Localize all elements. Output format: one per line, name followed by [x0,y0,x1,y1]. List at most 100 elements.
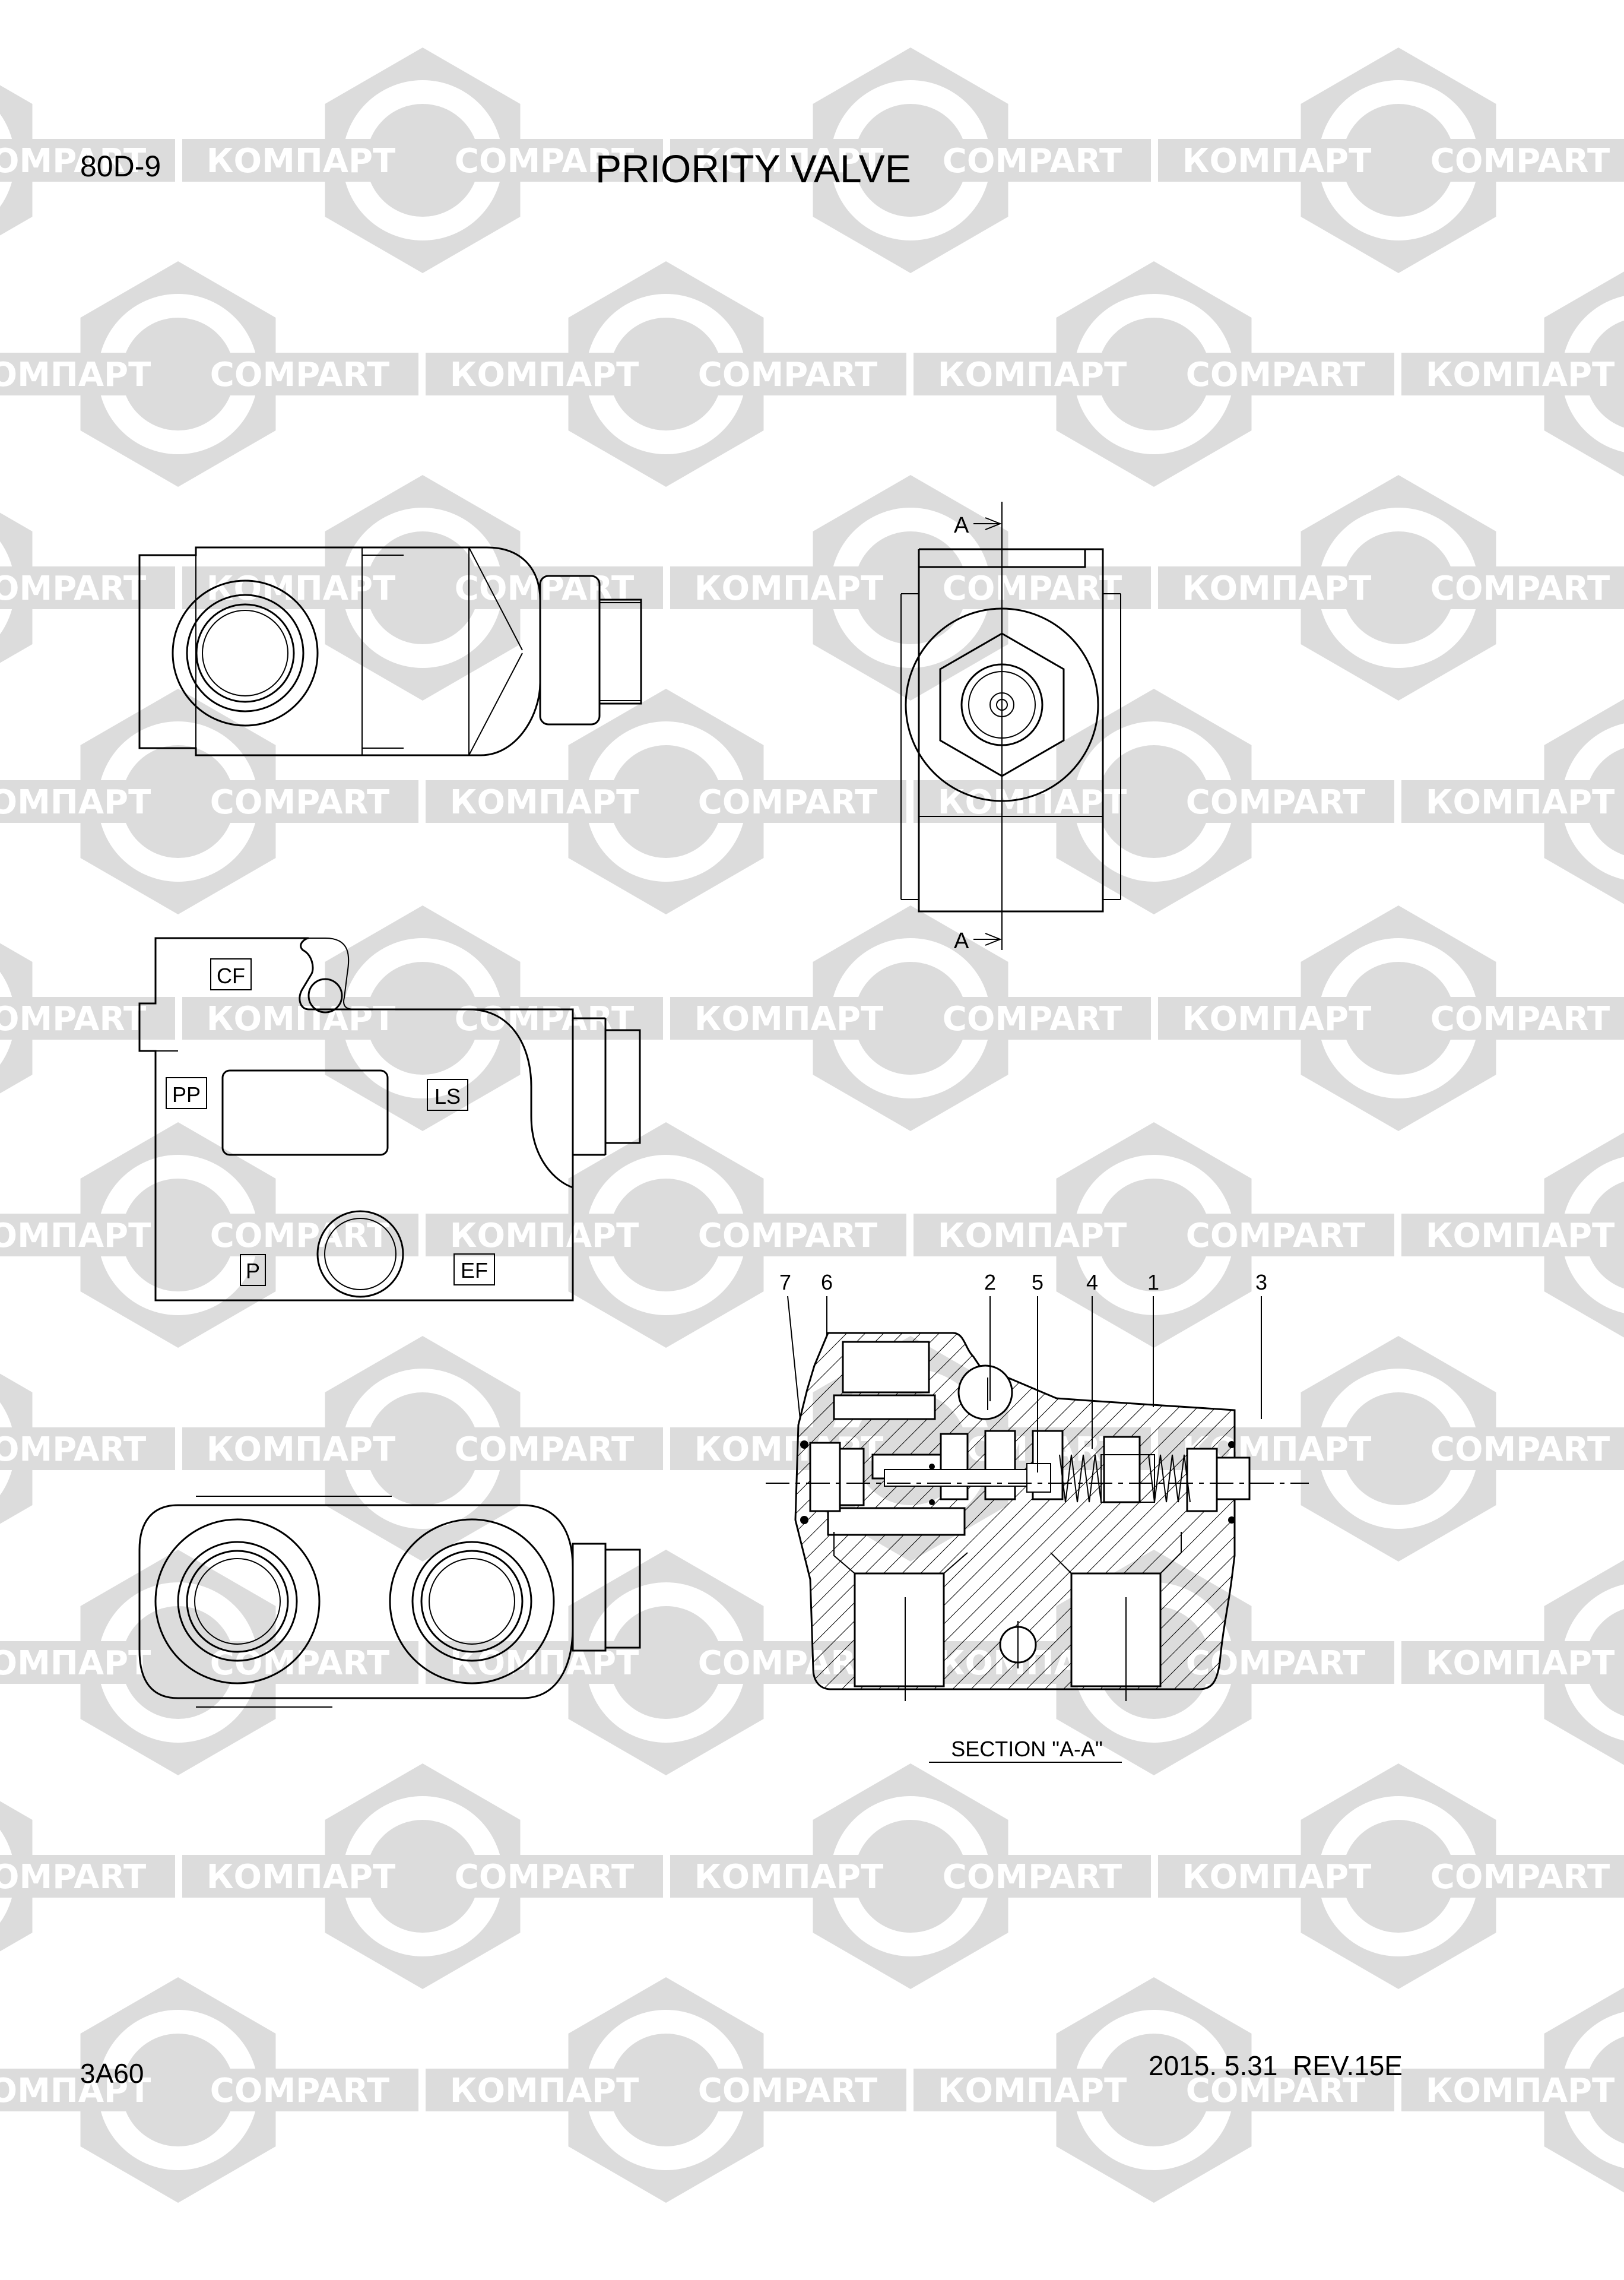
watermark-text: КОМПАРТ [938,1217,1127,1255]
watermark-text: КОМПАРТ [1182,1000,1372,1038]
watermark-text: КОМПАРТ [450,1217,639,1255]
side-view-top [138,546,642,756]
watermark-text: КОМПАРТ [207,569,396,608]
watermark-text: COMPART [210,1217,389,1255]
section-marker-bottom: A [954,929,969,954]
watermark-logo: КОМПАРТ COMPART [1158,1763,1624,1989]
watermark-text: КОМПАРТ [450,2072,639,2110]
watermark-text: КОМПАРТ [0,1644,151,1683]
page-title: PRIORITY VALVE [595,147,911,191]
model-code: 80D-9 [80,150,161,183]
end-view: A A [900,502,1121,954]
watermark-logo: КОМПАРТ COMPART [426,689,906,914]
watermark-text: COMPART [943,1000,1122,1038]
watermark-text: КОМПАРТ [1182,569,1372,608]
callout-7: 7 [779,1270,791,1294]
watermark-logo: КОМПАРТ COMPART [914,261,1394,487]
watermark-text: COMPART [698,356,877,394]
watermark-logo: КОМПАРТ COMPART [0,689,418,914]
callout-2: 2 [984,1270,996,1294]
bottom-view [138,1496,641,1708]
watermark-logo: КОМПАРТ COMPART [670,905,1151,1131]
watermark-text: КОМПАРТ [0,783,151,822]
watermark-text: COMPART [0,1000,146,1038]
date-revision: 2015. 5.31 REV.15E [1149,2050,1403,2081]
watermark-logo: КОМПАРТ COMPART [670,48,1151,273]
watermark-logo: КОМПАРТ COMPART [914,1122,1394,1348]
watermark-text: COMPART [1430,1000,1610,1038]
watermark-text: КОМПАРТ [1426,783,1615,822]
watermark-logo: КОМПАРТ COMPART [1158,905,1624,1131]
watermark-text: COMPART [943,142,1122,180]
watermark-text: COMPART [1186,356,1365,394]
watermark-logo: КОМПАРТ COMPART [670,1763,1151,1989]
callout-5: 5 [1032,1270,1043,1294]
watermark-text: COMPART [0,1430,146,1469]
watermark-logo: КОМПАРТ COMPART [0,1550,418,1775]
watermark-text: COMPART [210,2072,389,2110]
watermark-text: COMPART [943,569,1122,608]
watermark-text: КОМПАРТ [1426,356,1615,394]
section-a-a-view: 7 6 2 5 4 1 3 SECTION "A-A" [766,1270,1309,1763]
watermark-text: COMPART [1430,1858,1610,1896]
watermark-text: КОМПАРТ [1182,142,1372,180]
section-caption: SECTION "A-A" [951,1737,1103,1761]
watermark-text: COMPART [1430,569,1610,608]
watermark-text: COMPART [210,1644,389,1683]
watermark-text: COMPART [1186,1217,1365,1255]
watermark-logo: КОМПАРТ COMPART [670,475,1151,701]
watermark-text: COMPART [1186,2072,1365,2110]
watermark-text: КОМПАРТ [694,1858,884,1896]
watermark-logo: КОМПАРТ COMPART [182,1763,663,1989]
watermark-text: КОМПАРТ [450,783,639,822]
watermark-text: КОМПАРТ [1182,1858,1372,1896]
watermark-layer: КОМПАРТ COMPART КОМПАРТ COMPART КОМПАРТ COMPA… [0,48,1624,2203]
watermark-text: COMPART [1430,1430,1610,1469]
watermark-text: COMPART [1430,142,1610,180]
watermark-text: COMPART [698,1217,877,1255]
watermark-logo: КОМПАРТ COMPART [914,1977,1394,2203]
watermark-text: КОМПАРТ [207,1858,396,1896]
watermark-text: COMPART [1186,783,1365,822]
watermark-logo: КОМПАРТ COMPART [914,689,1394,914]
watermark-text: КОМПАРТ [450,356,639,394]
callout-1: 1 [1147,1270,1159,1294]
watermark-text: COMPART [455,569,634,608]
callout-6: 6 [821,1270,833,1294]
watermark-text: COMPART [943,1858,1122,1896]
watermark-text: КОМПАРТ [938,2072,1127,2110]
watermark-text: КОМПАРТ [938,783,1127,822]
watermark-text: КОМПАРТ [1426,1217,1615,1255]
watermark-text: КОМПАРТ [694,1000,884,1038]
watermark-text: COMPART [0,142,146,180]
front-view-ports: CF PP LS P EF [138,937,641,1302]
port-label-ls: LS [434,1084,461,1109]
watermark-text: КОМПАРТ [694,142,884,180]
watermark-text: COMPART [698,783,877,822]
watermark-text: COMPART [698,2072,877,2110]
watermark-text: COMPART [210,356,389,394]
port-label-p: P [246,1259,260,1283]
section-marker-top: A [954,513,969,538]
watermark-text: КОМПАРТ [207,1000,396,1038]
watermark-text: COMPART [210,783,389,822]
watermark-text: КОМПАРТ [207,1430,396,1469]
callout-3: 3 [1255,1270,1267,1294]
watermark-text: КОМПАРТ [938,356,1127,394]
watermark-text: КОМПАРТ [694,569,884,608]
watermark-text: COMPART [455,1858,634,1896]
watermark-logo: КОМПАРТ COMPART [426,1122,906,1348]
